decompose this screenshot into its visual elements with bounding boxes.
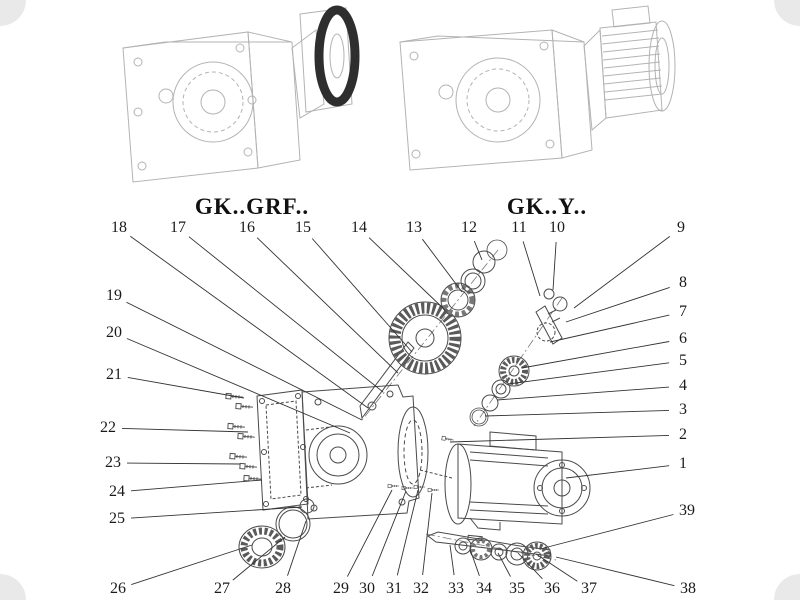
part-number-34: 34: [476, 580, 492, 597]
part-number-4: 4: [679, 377, 687, 394]
leader-line-12: [473, 240, 483, 261]
part-number-21: 21: [106, 366, 122, 383]
part-number-18: 18: [111, 219, 127, 236]
leader-line-6: [521, 341, 670, 369]
leader-line-9: [573, 236, 671, 309]
leader-line-21: [127, 376, 245, 399]
leader-line-30: [371, 490, 407, 577]
leader-line-37: [535, 553, 578, 582]
part-number-35: 35: [509, 580, 525, 597]
leader-line-13: [422, 238, 463, 293]
leader-line-18: [130, 235, 369, 409]
leader-line-20: [126, 338, 351, 434]
part-number-9: 9: [677, 219, 685, 236]
part-number-33: 33: [448, 580, 464, 597]
leader-line-15: [311, 238, 413, 353]
part-number-30: 30: [359, 580, 375, 597]
part-number-26: 26: [110, 580, 126, 597]
part-number-37: 37: [581, 580, 597, 597]
part-number-13: 13: [406, 219, 422, 236]
leader-line-1: [565, 465, 670, 479]
part-number-38: 38: [680, 580, 696, 597]
leader-line-19: [126, 301, 363, 421]
part-number-8: 8: [679, 274, 687, 291]
leader-line-10: [552, 241, 557, 291]
leader-line-31: [396, 489, 419, 576]
leader-line-16: [256, 237, 399, 374]
part-number-39: 39: [679, 502, 695, 519]
part-number-16: 16: [239, 219, 255, 236]
leader-line-2: [449, 434, 670, 443]
leader-line-24: [130, 479, 263, 492]
leader-line-14: [368, 237, 446, 311]
part-number-27: 27: [214, 580, 230, 597]
leader-line-29: [346, 489, 393, 577]
part-number-20: 20: [106, 324, 122, 341]
leader-line-8: [565, 286, 670, 323]
part-number-31: 31: [386, 580, 402, 597]
part-number-5: 5: [679, 352, 687, 369]
leader-line-3: [484, 409, 670, 417]
part-number-22: 22: [100, 419, 116, 436]
part-number-10: 10: [549, 219, 565, 236]
leader-line-4: [496, 386, 670, 401]
leader-line-32: [422, 492, 433, 576]
part-number-11: 11: [511, 219, 527, 236]
leader-line-5: [507, 362, 670, 385]
leader-line-26: [131, 544, 253, 586]
leader-line-22: [121, 427, 249, 433]
part-number-12: 12: [461, 219, 477, 236]
part-number-15: 15: [295, 219, 311, 236]
part-number-25: 25: [109, 510, 125, 527]
leader-line-38: [555, 556, 675, 587]
leader-line-39: [539, 514, 674, 550]
part-number-14: 14: [351, 219, 367, 236]
part-number-36: 36: [544, 580, 560, 597]
assembled-view-y: [399, 5, 676, 171]
leader-line-27: [232, 536, 286, 581]
exploded-view: [225, 239, 591, 571]
part-number-1: 1: [679, 455, 687, 472]
leader-line-28: [287, 520, 307, 576]
part-number-7: 7: [679, 303, 687, 320]
part-number-19: 19: [106, 287, 122, 304]
leader-line-34: [469, 548, 480, 576]
leader-line-36: [517, 552, 543, 580]
part-number-2: 2: [679, 426, 687, 443]
part-number-29: 29: [333, 580, 349, 597]
model-label-grf: GK..GRF..: [194, 194, 310, 219]
leader-line-33: [449, 544, 455, 576]
leader-line-23: [126, 462, 241, 465]
leader-line-35: [497, 552, 511, 577]
part-number-3: 3: [679, 401, 687, 418]
model-label-y: GK..Y..: [506, 194, 588, 219]
assembled-view-grf: [122, 5, 360, 183]
leader-line-11: [522, 241, 541, 297]
leader-line-17: [188, 236, 384, 393]
leader-line-7: [549, 314, 670, 343]
part-number-28: 28: [275, 580, 291, 597]
part-number-24: 24: [109, 483, 125, 500]
leader-line-25: [130, 506, 303, 519]
part-number-32: 32: [413, 580, 429, 597]
part-number-17: 17: [170, 219, 186, 236]
part-number-23: 23: [105, 454, 121, 471]
part-number-6: 6: [679, 330, 687, 347]
